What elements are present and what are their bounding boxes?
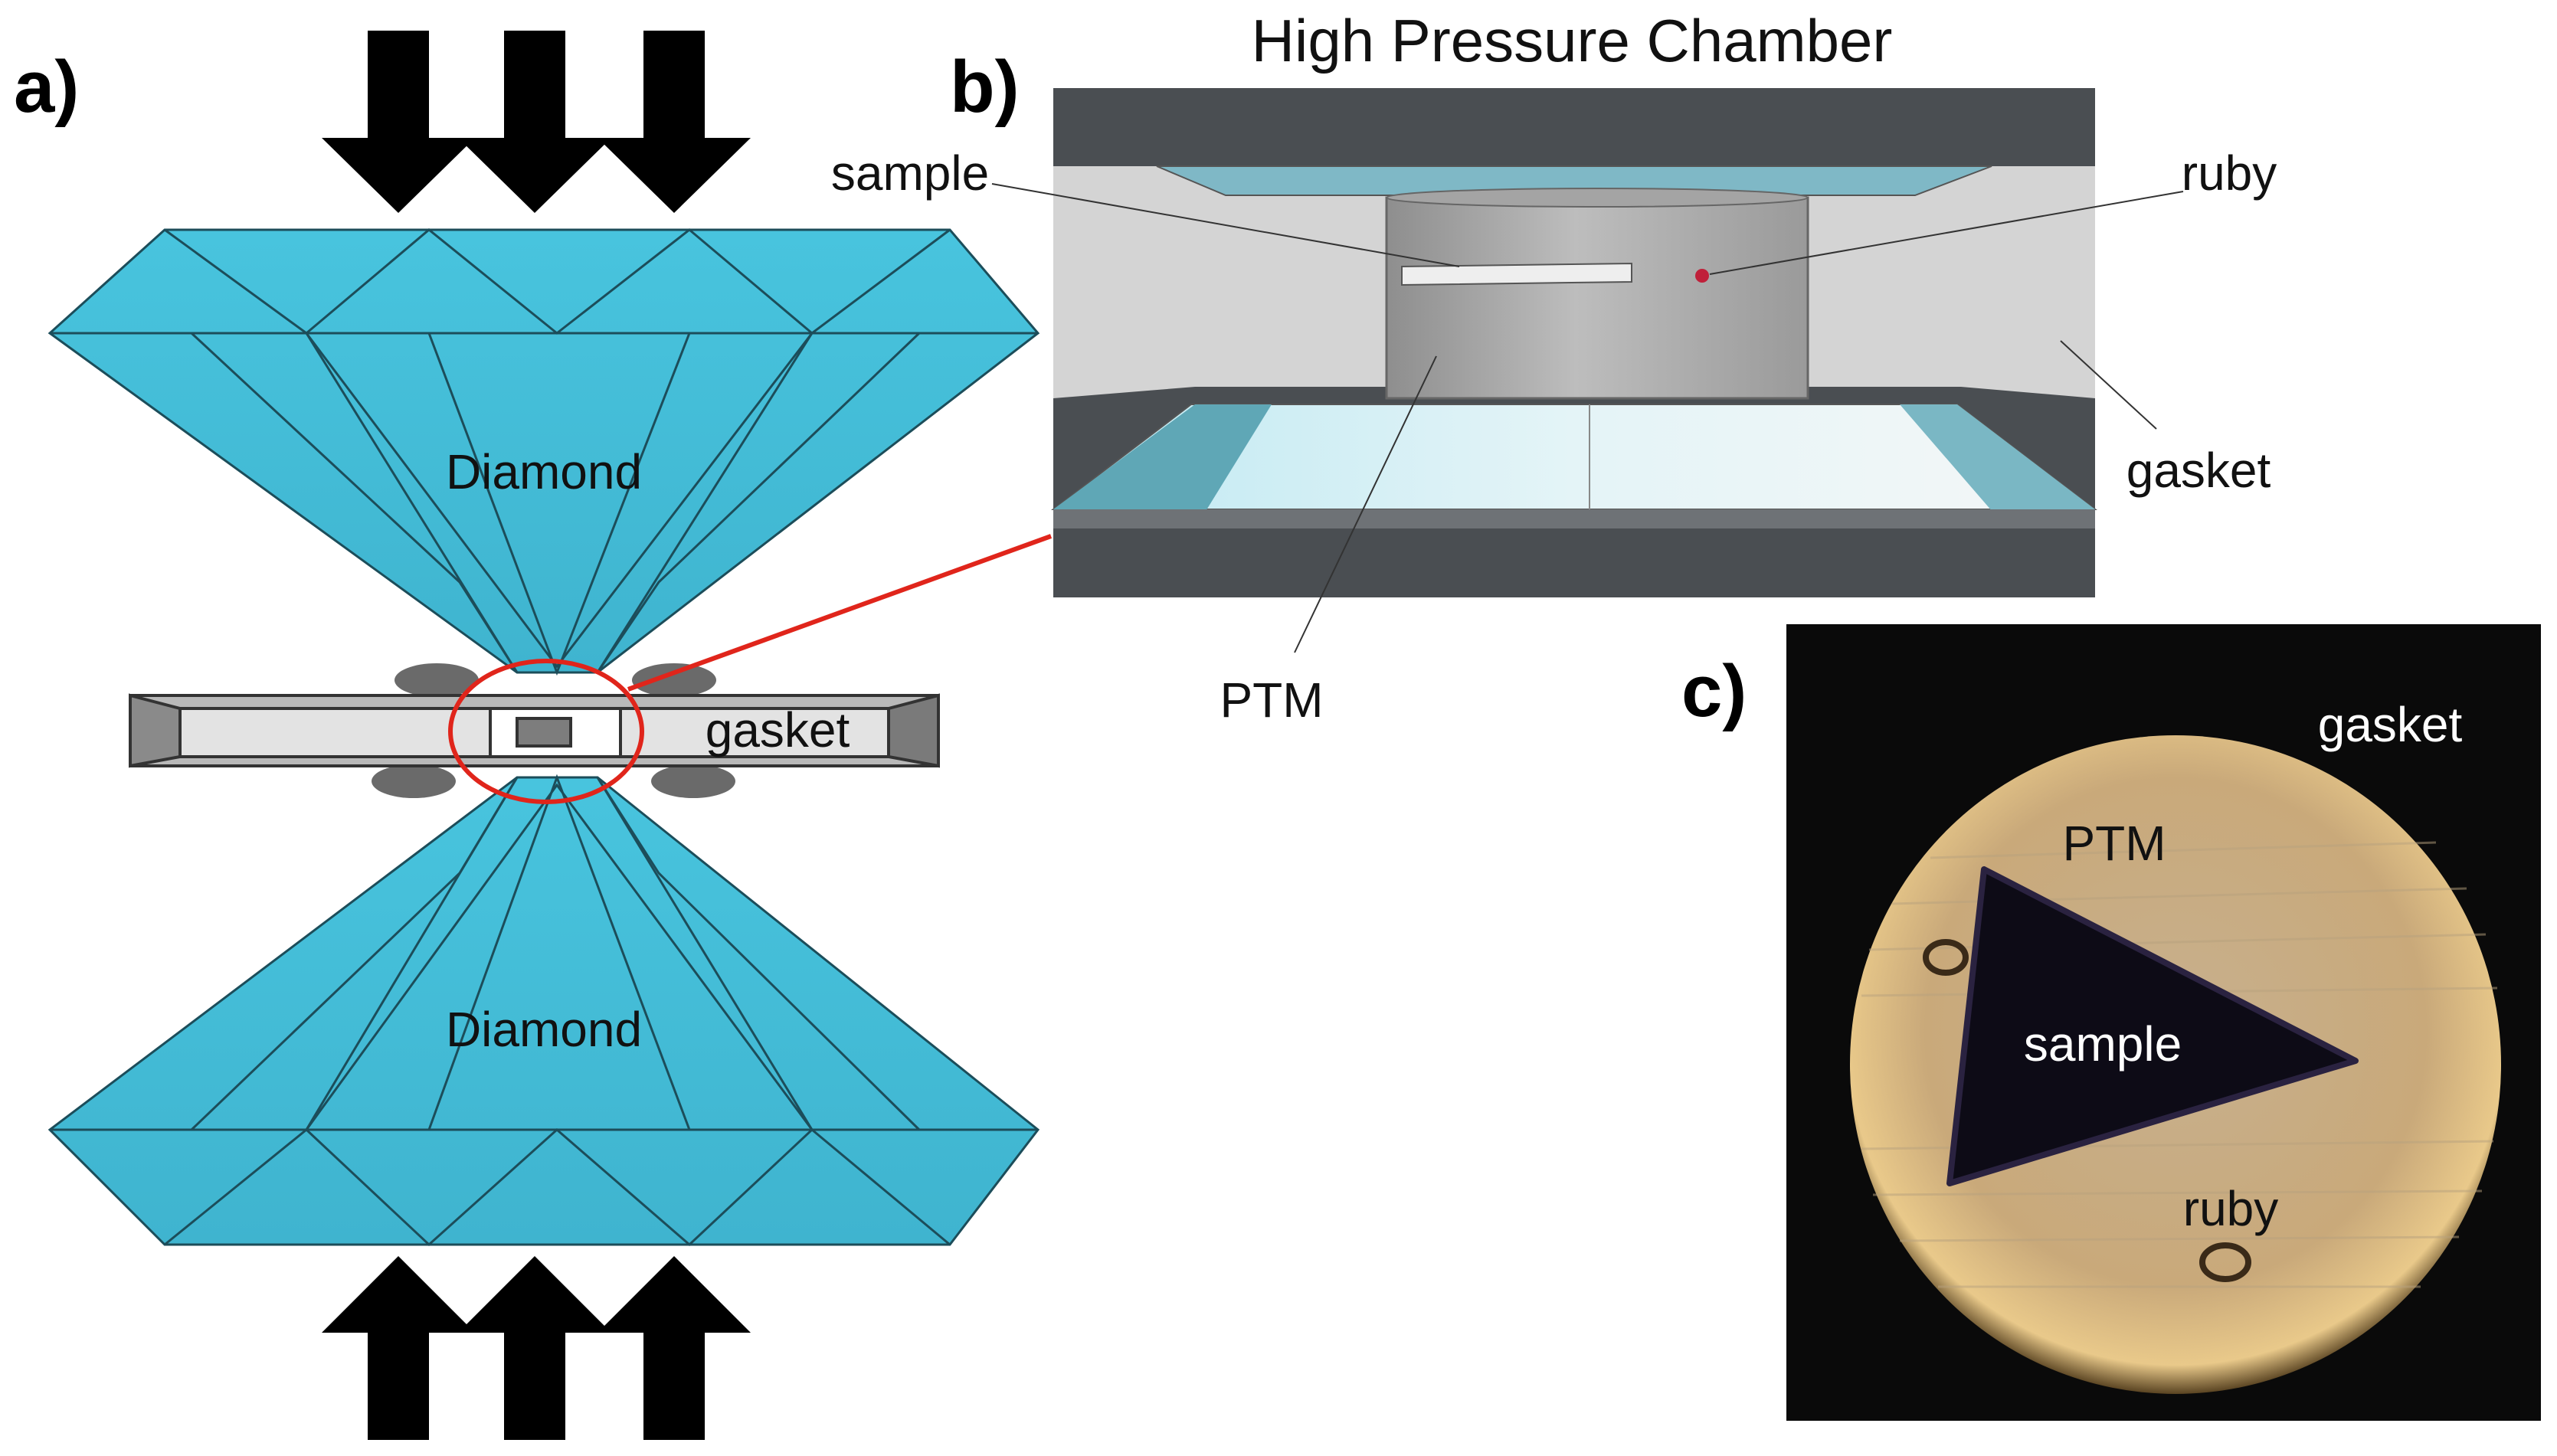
diamond-top-label: Diamond — [446, 444, 642, 499]
panel-b-title: High Pressure Chamber — [1252, 7, 1893, 74]
gasket-label-b: gasket — [2126, 443, 2271, 498]
ruby-label-b: ruby — [2182, 146, 2277, 201]
diamond-bottom-label: Diamond — [446, 1002, 642, 1057]
panel-b-label: b) — [950, 46, 1020, 128]
sample-label-c: sample — [2024, 1016, 2182, 1072]
leader-lines-b — [991, 183, 2184, 653]
gasket-label-a: gasket — [706, 702, 850, 757]
panel-c-label: c) — [1681, 650, 1747, 732]
panel-a-label: a) — [14, 46, 79, 128]
ptm-label-b: PTM — [1220, 672, 1323, 728]
diamond-bottom — [47, 774, 1040, 1247]
gasket-label-c: gasket — [2318, 697, 2463, 752]
chamber-render — [1051, 88, 2097, 597]
panel-b: b) High Pressure Chamber — [831, 7, 2277, 728]
arrow-up-icon — [322, 1256, 751, 1440]
ruby-dot — [1695, 269, 1709, 283]
gasket-slab — [129, 693, 940, 768]
ptm-label-c: PTM — [2062, 816, 2166, 871]
panel-c: c) gasket PTM sample ruby — [1681, 624, 2541, 1421]
micrograph — [1786, 624, 2541, 1421]
ruby-label-c: ruby — [2183, 1181, 2279, 1236]
sample-label-b: sample — [831, 146, 989, 201]
arrow-down-icon — [322, 31, 751, 213]
gasket-deformation — [372, 663, 735, 798]
zoom-highlight — [448, 534, 1053, 804]
diamond-top — [47, 228, 1040, 676]
panel-a: a) Diamond — [14, 31, 1053, 1440]
